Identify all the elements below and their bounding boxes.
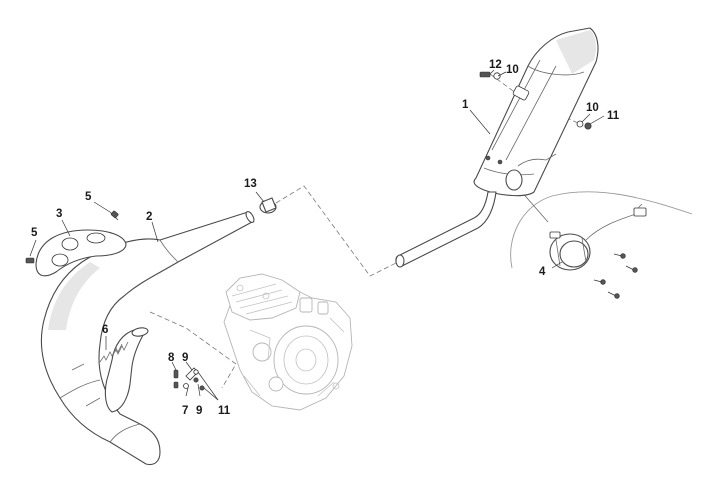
callout-leaders xyxy=(29,69,605,401)
part-heat-shield xyxy=(35,229,127,277)
silencer-inlet-pipe xyxy=(395,191,497,268)
part-sleeve xyxy=(259,197,277,214)
callout-13: 13 xyxy=(244,178,257,190)
end-cap-bolts xyxy=(593,253,638,299)
callout-7: 7 xyxy=(182,405,188,417)
part-springs xyxy=(99,341,129,363)
callout-9-lower: 9 xyxy=(196,405,202,417)
muffler-end-detail-outline xyxy=(510,191,693,269)
callout-4: 4 xyxy=(539,266,546,278)
part-end-cap xyxy=(549,203,647,271)
callout-11-right: 11 xyxy=(607,110,620,122)
part-silencer xyxy=(473,27,599,197)
callout-3: 3 xyxy=(56,208,62,220)
callout-12: 12 xyxy=(489,59,502,71)
callout-1: 1 xyxy=(462,99,469,111)
callout-9-upper: 9 xyxy=(182,352,188,364)
callout-10-lower: 10 xyxy=(586,102,599,114)
part-screws xyxy=(25,210,119,264)
callout-10-upper: 10 xyxy=(506,64,519,76)
callout-8: 8 xyxy=(168,352,175,364)
callout-11-bottom: 11 xyxy=(218,405,231,417)
callout-5-lower: 5 xyxy=(31,227,38,239)
callout-6: 6 xyxy=(102,324,108,336)
small-hardware xyxy=(173,367,205,391)
callout-5-upper: 5 xyxy=(85,191,92,203)
silencer-fasteners xyxy=(479,71,592,130)
engine-block xyxy=(223,273,353,411)
callout-2: 2 xyxy=(146,211,152,223)
callout-labels: 1 2 3 4 5 5 6 7 8 9 9 10 10 11 11 12 13 xyxy=(31,59,620,417)
